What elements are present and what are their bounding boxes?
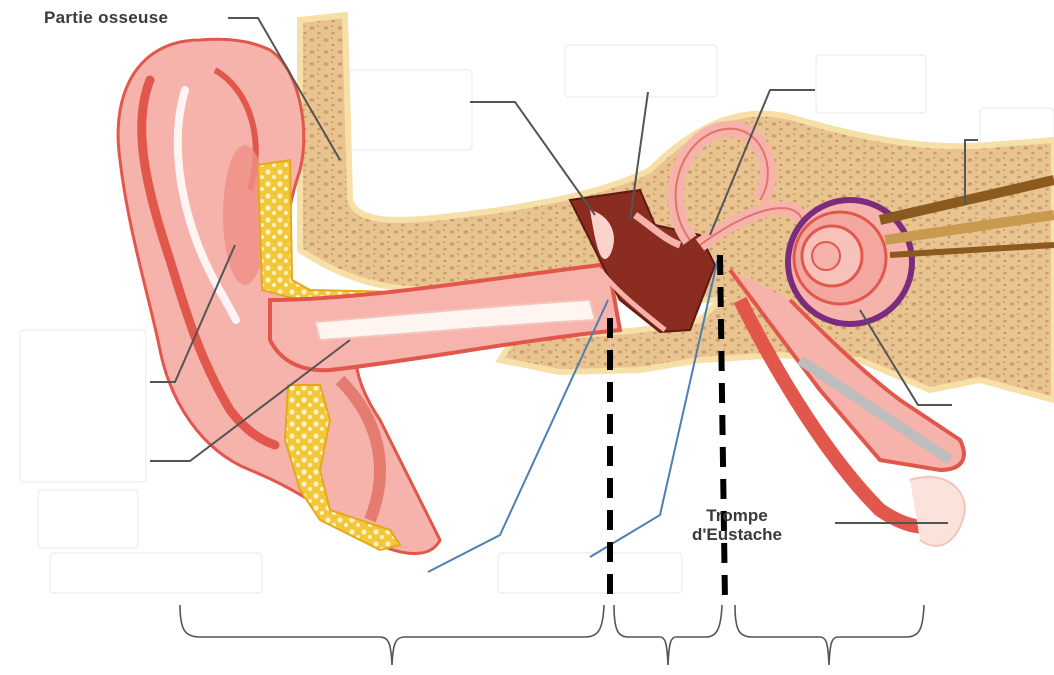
bone-part-label: Partie osseuse <box>44 9 168 28</box>
eustachian-tube-label-line2: d'Eustache <box>692 526 782 545</box>
eustachian-tube-label: Trompe d'Eustache <box>692 507 782 544</box>
eustachian-tube-label-line1: Trompe <box>692 507 782 526</box>
brace <box>180 605 924 665</box>
